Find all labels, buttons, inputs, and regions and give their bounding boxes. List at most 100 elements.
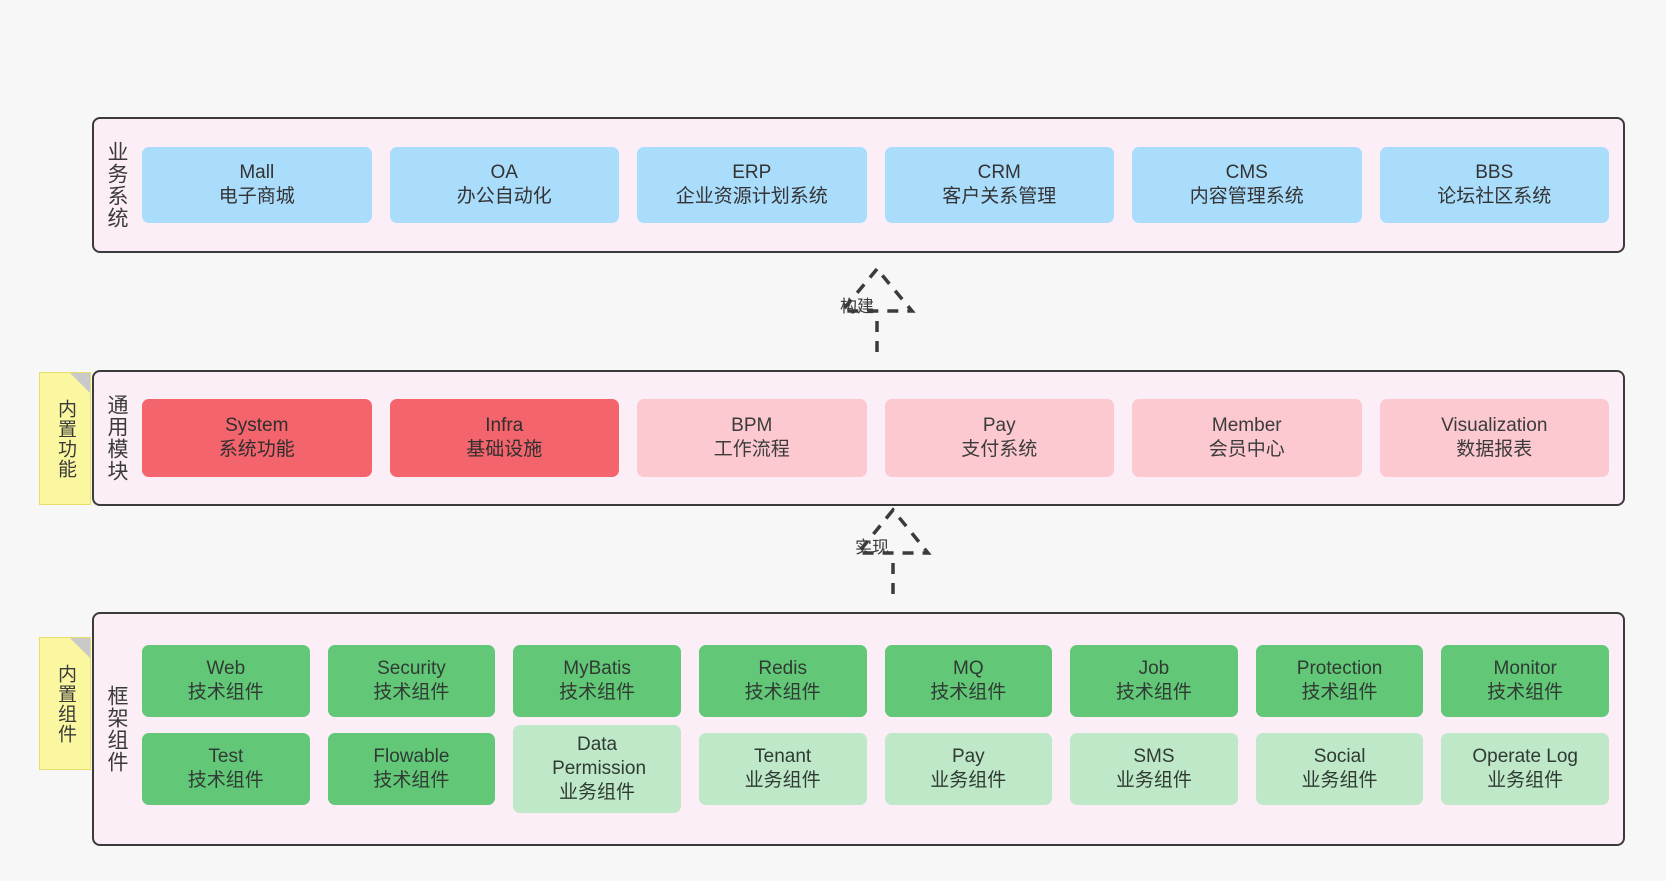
node-title: CMS bbox=[1225, 162, 1268, 184]
node-flowable[interactable]: Flowable 技术组件 bbox=[327, 733, 496, 805]
node-title: Operate Log bbox=[1472, 746, 1578, 768]
connector-implement-label: 实现 bbox=[855, 538, 889, 557]
node-title: Security bbox=[377, 658, 446, 680]
node-member[interactable]: Member 会员中心 bbox=[1132, 399, 1362, 477]
sticky-note-builtin-functions: 内置功能 bbox=[39, 372, 91, 505]
node-desc: 业务组件 bbox=[744, 770, 821, 791]
framework-business-row: Test 技术组件 Flowable 技术组件 Data Permission … bbox=[142, 725, 1609, 813]
node-desc: 业务组件 bbox=[1487, 770, 1564, 791]
node-desc: 技术组件 bbox=[373, 770, 450, 791]
node-title: ERP bbox=[732, 162, 772, 184]
layer-common-modules: 通用模块 System 系统功能 Infra 基础设施 BPM 工作流程 Pay bbox=[92, 370, 1625, 506]
node-crm[interactable]: CRM 客户关系管理 bbox=[884, 147, 1114, 223]
node-redis[interactable]: Redis 技术组件 bbox=[698, 645, 867, 717]
node-title: System bbox=[225, 415, 289, 437]
node-title: OA bbox=[490, 162, 518, 184]
node-pay-component[interactable]: Pay 业务组件 bbox=[884, 733, 1053, 805]
node-erp[interactable]: ERP 企业资源计划系统 bbox=[637, 147, 867, 223]
node-data-permission[interactable]: Data Permission 业务组件 bbox=[513, 725, 681, 813]
node-infra[interactable]: Infra 基础设施 bbox=[389, 399, 619, 477]
node-title: Protection bbox=[1296, 658, 1383, 680]
layer-business-systems: 业务系统 Mall 电子商城 OA 办公自动化 ERP 企业资源计划系统 CRM bbox=[92, 117, 1625, 253]
node-desc: 工作流程 bbox=[713, 439, 790, 460]
node-web[interactable]: Web 技术组件 bbox=[142, 645, 310, 717]
node-desc: 技术组件 bbox=[187, 682, 264, 703]
node-title: BPM bbox=[731, 415, 773, 437]
node-desc: 企业资源计划系统 bbox=[675, 186, 828, 207]
common-modules-row: System 系统功能 Infra 基础设施 BPM 工作流程 Pay 支付系统… bbox=[142, 399, 1609, 477]
layer-body-common-modules: System 系统功能 Infra 基础设施 BPM 工作流程 Pay 支付系统… bbox=[138, 372, 1623, 504]
node-desc: 支付系统 bbox=[961, 439, 1038, 460]
node-mall[interactable]: Mall 电子商城 bbox=[142, 147, 372, 223]
node-title: Mall bbox=[239, 162, 275, 184]
node-title: Monitor bbox=[1493, 658, 1557, 680]
node-title: Pay bbox=[982, 415, 1016, 437]
node-desc: 技术组件 bbox=[1487, 682, 1564, 703]
node-title: Redis bbox=[758, 658, 807, 680]
sticky-note-builtin-components: 内置组件 bbox=[39, 637, 91, 770]
node-title: Data Permission bbox=[552, 734, 647, 780]
node-mybatis[interactable]: MyBatis 技术组件 bbox=[513, 645, 681, 717]
node-pay-module[interactable]: Pay 支付系统 bbox=[884, 399, 1114, 477]
node-title: Infra bbox=[485, 415, 524, 437]
node-desc: 内容管理系统 bbox=[1189, 186, 1304, 207]
node-desc: 电子商城 bbox=[218, 186, 295, 207]
node-title: Tenant bbox=[754, 746, 812, 768]
node-desc: 技术组件 bbox=[744, 682, 821, 703]
node-cms[interactable]: CMS 内容管理系统 bbox=[1132, 147, 1362, 223]
node-system[interactable]: System 系统功能 bbox=[142, 399, 372, 477]
node-mq[interactable]: MQ 技术组件 bbox=[884, 645, 1053, 717]
node-desc: 办公自动化 bbox=[456, 186, 552, 207]
connector-build-label: 构建 bbox=[840, 297, 874, 316]
layer-body-business-systems: Mall 电子商城 OA 办公自动化 ERP 企业资源计划系统 CRM 客户关系… bbox=[138, 119, 1623, 251]
node-desc: 业务组件 bbox=[559, 781, 636, 803]
node-monitor[interactable]: Monitor 技术组件 bbox=[1441, 645, 1609, 717]
node-sms[interactable]: SMS 业务组件 bbox=[1070, 733, 1238, 805]
node-desc: 技术组件 bbox=[373, 682, 450, 703]
node-title: CRM bbox=[977, 162, 1021, 184]
node-title: Flowable bbox=[373, 746, 450, 768]
node-title: Social bbox=[1313, 746, 1366, 768]
node-oa[interactable]: OA 办公自动化 bbox=[389, 147, 619, 223]
layer-title-business-systems: 业务系统 bbox=[104, 141, 128, 229]
node-desc: 论坛社区系统 bbox=[1437, 186, 1552, 207]
node-title: Pay bbox=[951, 746, 985, 768]
node-desc: 技术组件 bbox=[1115, 682, 1192, 703]
node-desc: 技术组件 bbox=[187, 770, 264, 791]
node-desc: 会员中心 bbox=[1208, 439, 1285, 460]
node-title: Test bbox=[208, 746, 244, 768]
node-desc: 基础设施 bbox=[466, 439, 543, 460]
node-tenant[interactable]: Tenant 业务组件 bbox=[698, 733, 867, 805]
node-desc: 业务组件 bbox=[1115, 770, 1192, 791]
sticky-note-label: 内置组件 bbox=[55, 663, 77, 744]
node-title: Visualization bbox=[1441, 415, 1548, 437]
node-desc: 业务组件 bbox=[930, 770, 1007, 791]
node-title: MQ bbox=[953, 658, 984, 680]
node-desc: 技术组件 bbox=[930, 682, 1007, 703]
node-title: MyBatis bbox=[563, 658, 631, 680]
node-desc: 技术组件 bbox=[1301, 682, 1378, 703]
node-title: Web bbox=[206, 658, 246, 680]
node-desc: 数据报表 bbox=[1456, 439, 1533, 460]
framework-tech-row: Web 技术组件 Security 技术组件 MyBatis 技术组件 Redi… bbox=[142, 645, 1609, 717]
node-title: Member bbox=[1211, 415, 1282, 437]
node-job[interactable]: Job 技术组件 bbox=[1070, 645, 1238, 717]
node-security[interactable]: Security 技术组件 bbox=[327, 645, 496, 717]
node-bbs[interactable]: BBS 论坛社区系统 bbox=[1379, 147, 1609, 223]
node-title: Job bbox=[1138, 658, 1170, 680]
node-visualization[interactable]: Visualization 数据报表 bbox=[1379, 399, 1609, 477]
layer-body-framework-components: Web 技术组件 Security 技术组件 MyBatis 技术组件 Redi… bbox=[138, 614, 1623, 844]
layer-framework-components: 框架组件 Web 技术组件 Security 技术组件 MyBatis 技术组件… bbox=[92, 612, 1625, 846]
node-desc: 客户关系管理 bbox=[942, 186, 1057, 207]
node-operate-log[interactable]: Operate Log 业务组件 bbox=[1441, 733, 1609, 805]
business-systems-row: Mall 电子商城 OA 办公自动化 ERP 企业资源计划系统 CRM 客户关系… bbox=[142, 147, 1609, 223]
node-desc: 业务组件 bbox=[1301, 770, 1378, 791]
node-protection[interactable]: Protection 技术组件 bbox=[1255, 645, 1424, 717]
node-bpm[interactable]: BPM 工作流程 bbox=[637, 399, 867, 477]
node-social[interactable]: Social 业务组件 bbox=[1255, 733, 1424, 805]
node-title: BBS bbox=[1475, 162, 1514, 184]
sticky-note-label: 内置功能 bbox=[55, 398, 77, 479]
node-desc: 系统功能 bbox=[218, 439, 295, 460]
node-test[interactable]: Test 技术组件 bbox=[142, 733, 310, 805]
